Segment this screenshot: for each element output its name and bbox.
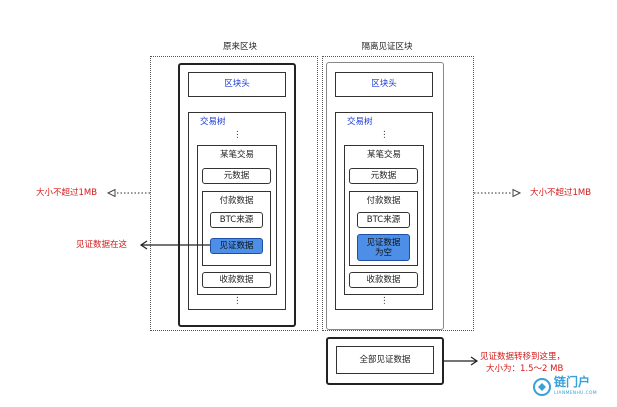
right-witness-line2: 为空 (374, 247, 392, 258)
right-block-title: 隔离见证区块 (361, 42, 413, 52)
witness-moved-annotation: 见证数据转移到这里， 大小为：1.5～2 MB (480, 351, 565, 375)
all-witness-data: 全部见证数据 (336, 346, 434, 374)
left-witness-data: 见证数据 (210, 238, 263, 254)
left-block-header: 区块头 (188, 72, 286, 97)
right-ellipsis-top: ⋮ (380, 130, 389, 140)
left-tx-tree-label: 交易树 (200, 117, 226, 127)
left-size-arrowhead (106, 188, 116, 198)
right-size-annotation: 大小不超过1MB (530, 188, 592, 198)
witness-here-arrowhead (139, 240, 148, 250)
left-meta-box: 元数据 (202, 168, 271, 184)
left-size-annotation: 大小不超过1MB (36, 188, 98, 198)
right-meta-box: 元数据 (349, 168, 418, 184)
witness-here-annotation: 见证数据在这 (76, 240, 128, 250)
left-btc-source: BTC来源 (210, 212, 263, 228)
left-size-boundary (150, 56, 318, 331)
right-witness-empty: 见证数据 为空 (357, 234, 410, 261)
left-tx-label: 某笔交易 (219, 150, 254, 160)
right-tx-label: 某笔交易 (366, 150, 401, 160)
witness-moved-line2: 大小为：1.5～2 MB (486, 364, 564, 374)
watermark-brand: 链门户 (554, 375, 591, 389)
right-tx-tree-label: 交易树 (347, 117, 373, 127)
witness-moved-line1: 见证数据转移到这里， (480, 352, 566, 362)
right-block-header: 区块头 (335, 72, 433, 97)
witness-moved-arrowhead (470, 356, 479, 366)
left-ellipsis-bottom: ⋮ (233, 296, 242, 306)
right-btc-source: BTC来源 (357, 212, 410, 228)
right-receipt-box: 收款数据 (349, 272, 418, 288)
chain-logo-icon (533, 378, 551, 396)
right-size-boundary (322, 56, 474, 331)
left-receipt-box: 收款数据 (202, 272, 271, 288)
right-ellipsis-bottom: ⋮ (380, 296, 389, 306)
watermark: 链门户 LIANMENHU.COM (533, 376, 597, 398)
watermark-url: LIANMENHU.COM (554, 391, 597, 396)
left-ellipsis-top: ⋮ (233, 130, 242, 140)
right-witness-line1: 见证数据 (366, 237, 401, 248)
right-payment-label: 付款数据 (366, 196, 401, 206)
left-payment-label: 付款数据 (219, 196, 254, 206)
right-size-arrowhead (512, 188, 522, 198)
left-block-title: 原来区块 (222, 42, 257, 52)
